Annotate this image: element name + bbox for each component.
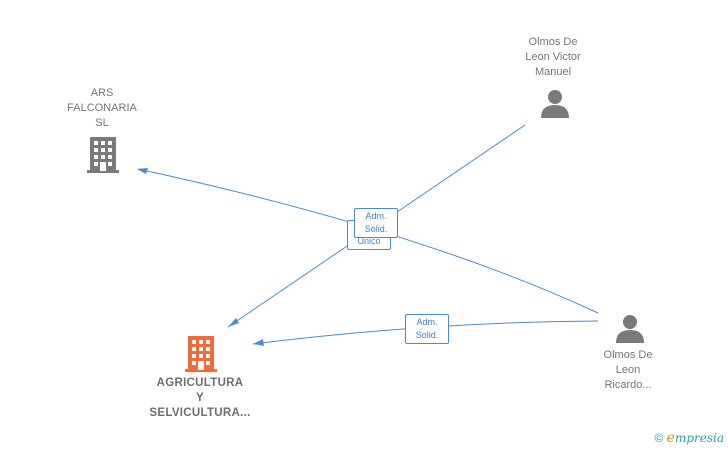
edge-badge-adm-solid-2[interactable]: Adm. Solid. [405, 314, 449, 344]
label-line: Leon Victor [525, 51, 581, 63]
brand-footer: © empresia [654, 430, 724, 446]
badge-line: Adm. [416, 317, 438, 327]
badge-line: Adm. [365, 211, 387, 221]
label-line: Ricardo... [604, 379, 652, 391]
copyright-symbol: © [654, 431, 664, 445]
edge-badge-adm-solid[interactable]: Adm. Solid. [354, 208, 398, 238]
brand-logo-e: e [666, 430, 675, 446]
brand-name: mpresia [674, 431, 724, 445]
arrowhead-agri-2 [253, 339, 264, 346]
person-icon[interactable] [540, 88, 570, 118]
badge-line: Solid. [415, 330, 439, 340]
node-ricardo-label[interactable]: Olmos De Leon Ricardo... [580, 348, 676, 393]
badge-line: Unico [357, 236, 381, 246]
person-icon[interactable] [615, 313, 645, 343]
node-agri-label[interactable]: AGRICULTURA Y SELVICULTURA... [134, 376, 266, 421]
label-line: Olmos De [528, 36, 578, 48]
badge-line: Solid. [364, 224, 388, 234]
node-ars-label[interactable]: ARS FALCONARIA SL [56, 86, 148, 131]
label-line: SELVICULTURA... [149, 407, 251, 419]
arrowhead-agri-1 [228, 318, 239, 327]
label-line: Leon [615, 364, 641, 376]
label-line: ARS [90, 87, 114, 99]
arrowhead-ars [137, 168, 148, 174]
label-line: FALCONARIA [67, 102, 137, 114]
building-icon[interactable] [185, 336, 217, 372]
label-line: SL [95, 117, 109, 129]
label-line: AGRICULTURA [156, 377, 244, 389]
building-icon[interactable] [87, 137, 119, 173]
label-line: Y [196, 392, 204, 404]
label-line: Manuel [534, 66, 572, 78]
label-line: Olmos De [603, 349, 653, 361]
node-victor-label[interactable]: Olmos De Leon Victor Manuel [503, 35, 603, 80]
